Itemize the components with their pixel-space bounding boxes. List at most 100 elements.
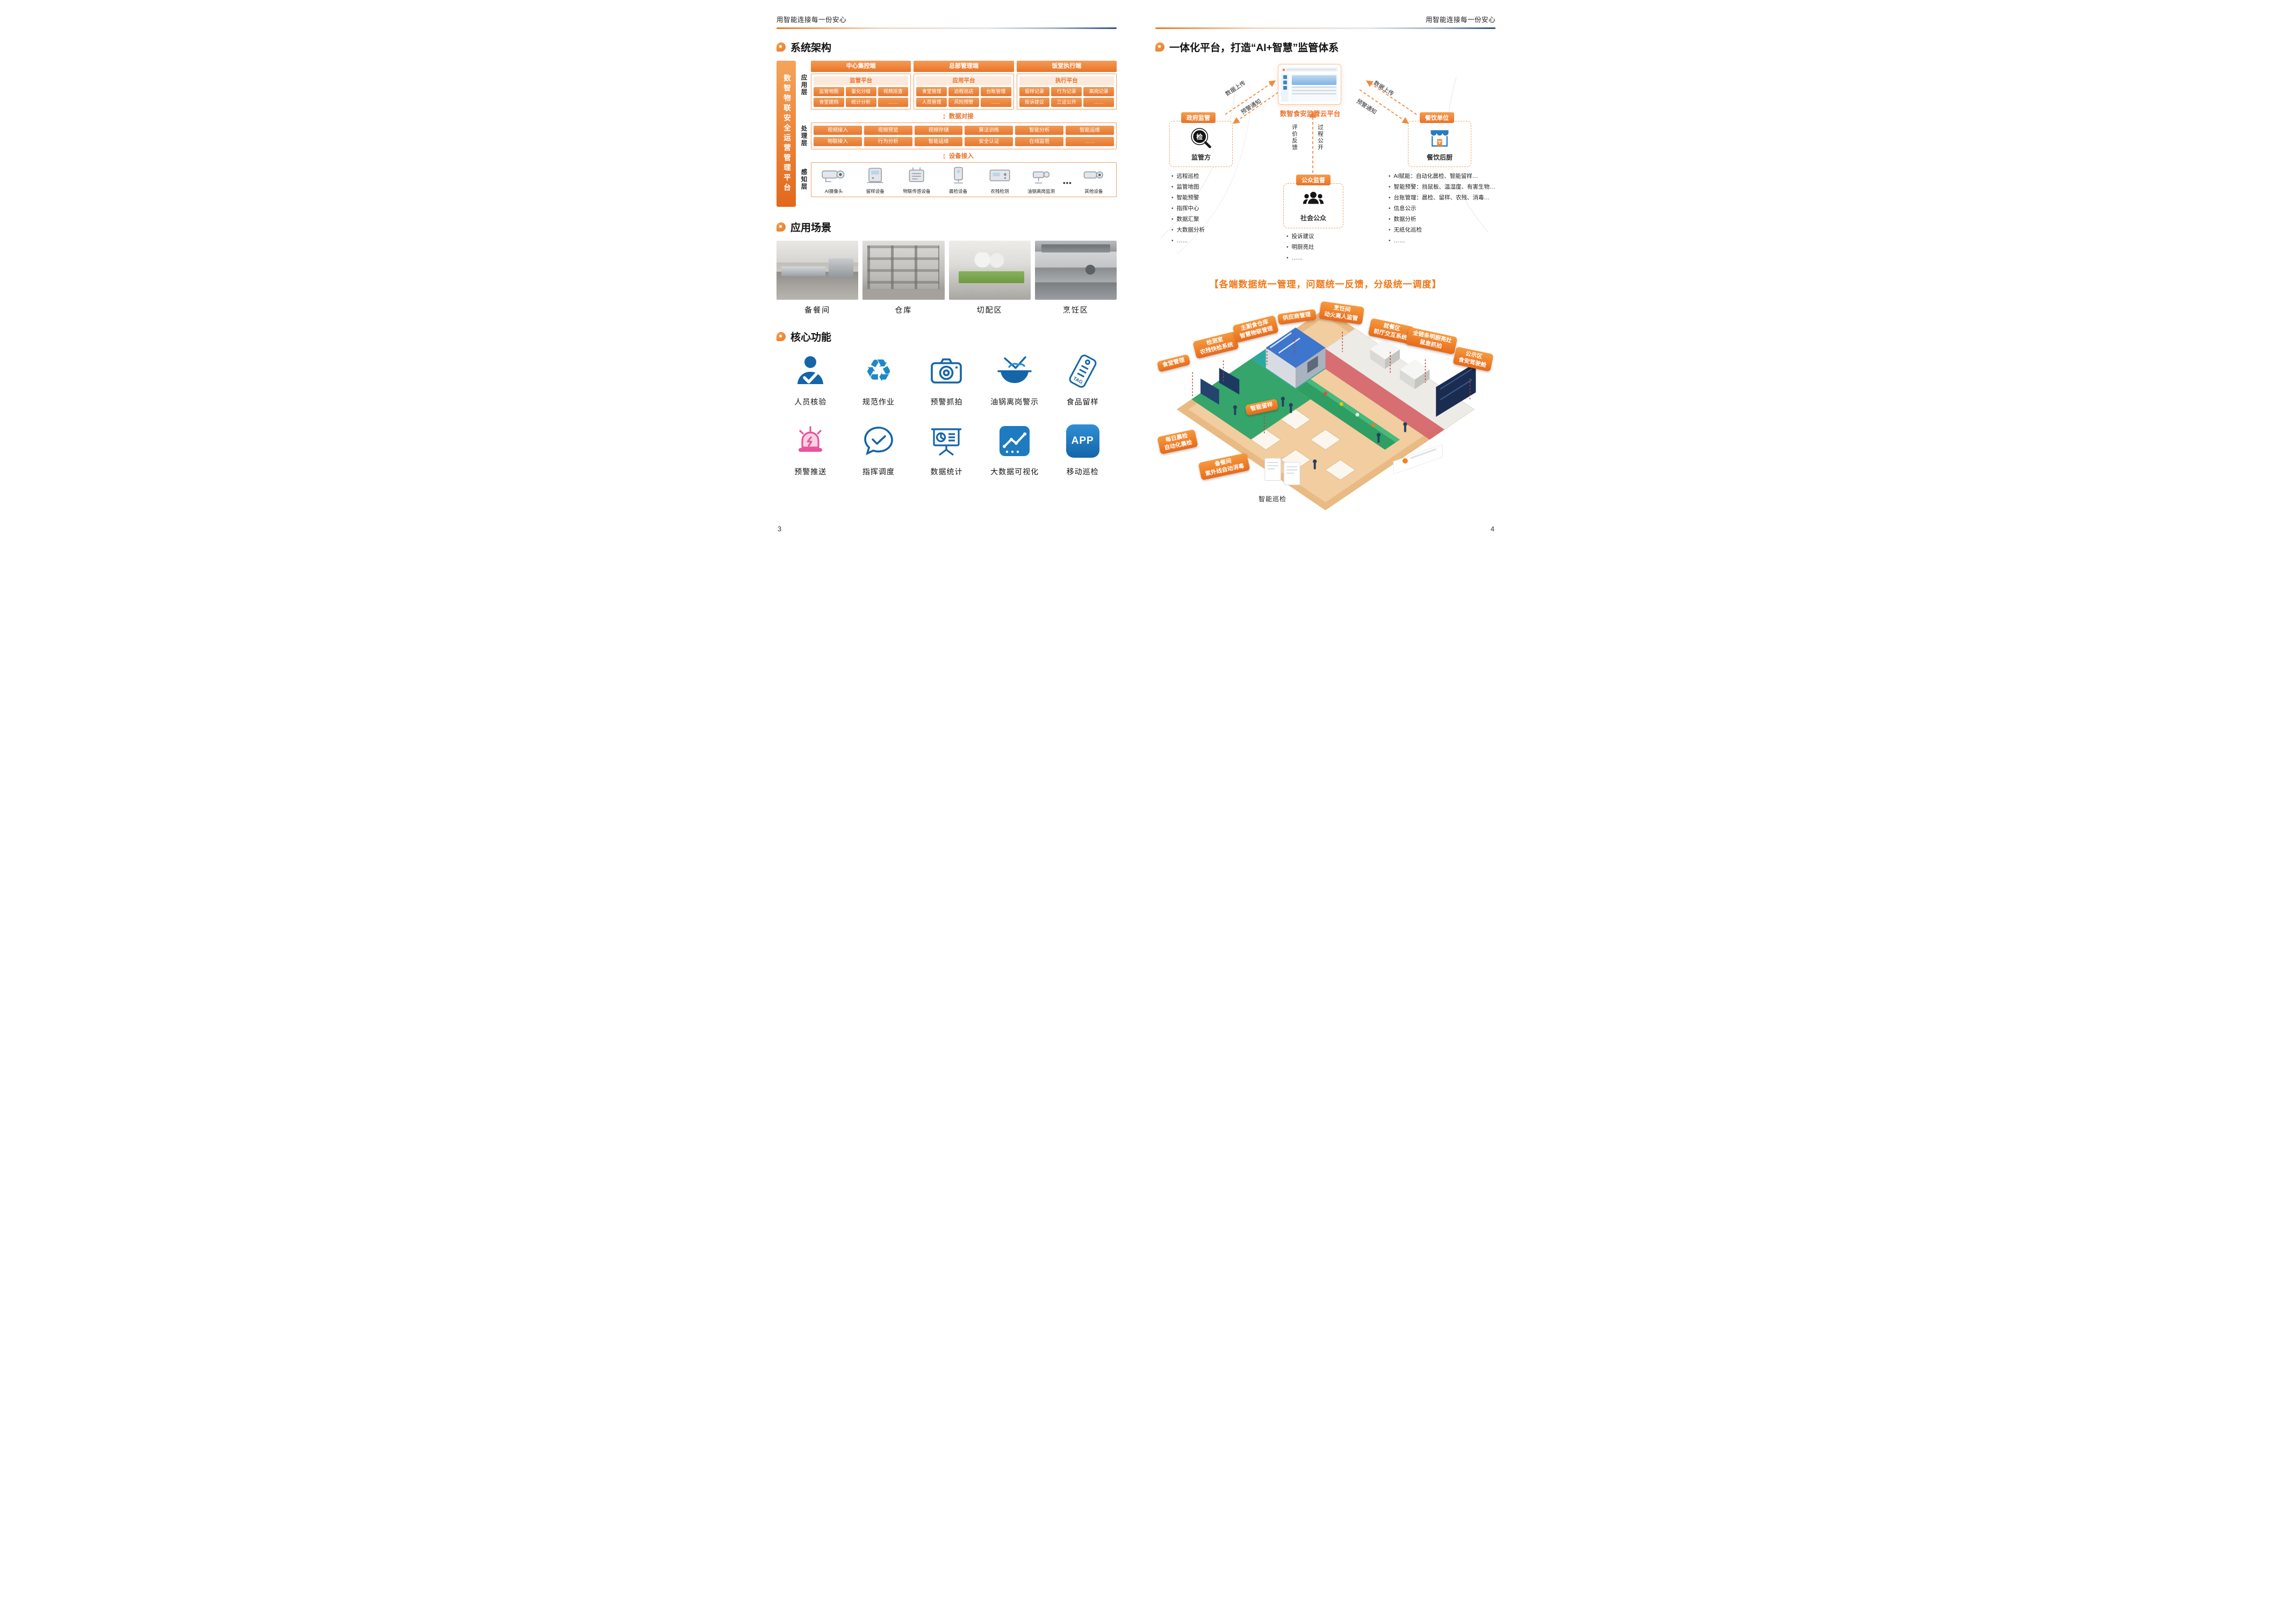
dashboard-body (1281, 74, 1338, 102)
arch-column-hq: 总部管理端 应用平台 食堂管理 远程巡店 台账管理 人员管理 风险预警 …… (914, 61, 1014, 110)
scenario-photo-warehouse (862, 241, 945, 300)
core-functions-grid: 人员核验 ♻ 规范作业 预警抓拍 油锅离岗警示 TAG 食品留样 预警推送 (776, 352, 1117, 477)
section-bullet-icon (776, 42, 786, 52)
bullet-item: 监管地图 (1171, 182, 1205, 193)
device-sampling: 留样设备 (855, 167, 895, 194)
page-header-right: 用智能连接每一份安心 (1425, 16, 1496, 24)
scenario-label: 仓库 (895, 306, 912, 314)
arch-column-box: 应用平台 食堂管理 远程巡店 台账管理 人员管理 风险预警 …… (914, 74, 1014, 110)
arch-column-header: 总部管理端 (914, 61, 1014, 72)
function-item: 大数据可视化 (981, 422, 1049, 477)
module-chip: …… (1083, 98, 1114, 107)
bullet-item: …… (1389, 236, 1496, 247)
section-bullet-icon (776, 222, 786, 232)
scenario-photo-cutting-area (948, 241, 1031, 300)
module-chip: 算法训练 (965, 126, 1013, 135)
function-label: 移动巡检 (1066, 467, 1099, 476)
dashboard-row (1292, 86, 1336, 88)
other-device-icon (1083, 171, 1103, 179)
module-chip: 监管地图 (814, 87, 844, 96)
sidebar-tile (1283, 81, 1287, 84)
recycle-icon: ♻ (864, 353, 893, 388)
module-chip: 视频接入 (814, 126, 862, 135)
catering-bullet-list: AI赋能：自动化晨检、智能留样… 智能预警：挡鼠板、温湿度、有害生物… 台账管理… (1389, 171, 1496, 247)
module-chip: 投诉建议 (1019, 98, 1050, 107)
sample-device-icon (867, 168, 883, 183)
bullet-item: 无纸化巡检 (1389, 225, 1496, 236)
device-label: AI摄像头 (824, 189, 843, 194)
bullet-item: 明厨亮灶 (1286, 242, 1314, 253)
bullet-item: 智能预警：挡鼠板、温湿度、有害生物… (1389, 182, 1496, 193)
storefront-icon (1430, 130, 1449, 147)
function-label: 规范作业 (862, 398, 895, 406)
platform-name: 执行平台 (1019, 76, 1114, 85)
device-other: 其他设备 (1074, 167, 1114, 194)
processing-chip-row: 物联接入 行为分析 智能运维 安全认证 在线监管 …… (814, 137, 1114, 146)
module-chip: 留样记录 (1019, 87, 1050, 96)
platform-name: 应用平台 (916, 76, 1011, 85)
platform-vertical-bar: 数智物联安全运营管理平台 (776, 61, 796, 207)
scenario-label: 烹饪区 (1062, 306, 1089, 314)
processing-layer: 处理层 视频接入 视频预览 视频存储 算法训练 智能分析 智能运维 物联接入 (799, 122, 1117, 149)
scenario-label: 切配区 (976, 306, 1003, 314)
module-chip: 在线监管 (1015, 137, 1064, 146)
public-tag: 公众监督 (1296, 175, 1331, 185)
function-item: 预警推送 (776, 422, 845, 477)
section-title-platform: 一体化平台，打造“AI+智慧”监管体系 (1155, 40, 1496, 54)
function-item: 油锅离岗警示 (981, 352, 1049, 407)
section-title-functions: 核心功能 (776, 329, 1117, 344)
public-name: 社会公众 (1300, 214, 1326, 222)
function-label: 油锅离岗警示 (990, 398, 1039, 406)
section-title-scenarios: 应用场景 (776, 220, 1117, 234)
module-chip: 量化分级 (845, 87, 876, 96)
data-link-row: ↕ 数据对接 (799, 110, 1117, 122)
module-chip: 行为记录 (1051, 87, 1082, 96)
arch-column-box: 监管平台 监管地图 量化分级 视频巡查 食堂建档 统计分析 …… (811, 74, 911, 110)
more-devices-dots: ••• (1063, 179, 1072, 187)
line-chart-icon (1000, 426, 1030, 456)
bullet-item: …… (1286, 253, 1314, 264)
function-label: 大数据可视化 (990, 467, 1039, 476)
page-number-right: 4 (1490, 525, 1494, 533)
system-architecture-diagram: 数智物联安全运营管理平台 应用层 中心集控端 监管平台 监管地图 量化分级 (776, 61, 1117, 207)
device-label: 油锅离岗监测 (1027, 189, 1055, 194)
header-rule-left (776, 27, 1117, 29)
app-tile-icon: APP (1066, 424, 1099, 458)
dashboard-titlebar (1281, 67, 1338, 72)
dashboard-row (1292, 93, 1336, 95)
function-label: 预警抓拍 (930, 398, 963, 406)
dashboard-dot (1283, 68, 1285, 71)
module-chip-grid: 食堂管理 远程巡店 台账管理 人员管理 风险预警 …… (916, 87, 1011, 107)
device-morning-check: 晨检设备 (938, 167, 979, 194)
inspect-icon-char: 检 (1196, 133, 1203, 141)
module-chip: 离岗记录 (1083, 87, 1114, 96)
module-chip: 智能运维 (914, 137, 963, 146)
processing-layer-label: 处理层 (800, 125, 807, 147)
people-group-icon (1303, 192, 1324, 204)
page-number-left: 3 (778, 525, 782, 533)
scenario-label: 备餐间 (804, 306, 831, 314)
arch-column-header: 中心集控端 (811, 61, 911, 72)
device-iot-sensor: 物联传感设备 (896, 167, 937, 194)
function-label: 食品留样 (1066, 398, 1099, 406)
catering-tag: 餐饮单位 (1420, 112, 1454, 123)
scenario-photo-prep-room (776, 241, 859, 300)
perception-layer-label: 感知层 (800, 169, 807, 191)
presentation-chart-icon (931, 428, 962, 456)
perception-layer: 感知层 AI摄像头 留样设备 物联传感设备 (799, 162, 1117, 197)
bullet-item: 台账管理：晨检、留样、农残、消毒… (1389, 193, 1496, 204)
module-chip: 远程巡店 (948, 87, 979, 96)
section-bullet-icon (1155, 42, 1164, 52)
device-label: 农残检测 (990, 189, 1009, 194)
bullet-item: 大数据分析 (1171, 225, 1205, 236)
morning-check-icon (953, 167, 963, 184)
bullet-item: AI赋能：自动化晨检、智能留样… (1389, 171, 1496, 182)
device-label: 留样设备 (866, 189, 885, 194)
module-chip: 行为分析 (864, 137, 912, 146)
arrow-label-process-open: 过程公开 (1317, 124, 1324, 151)
smart-canteen-illustration: 食堂管理 检测室 农残快检系统 主副食仓库 智慧物联管理 供应商管理 烹饪间 动… (1155, 294, 1496, 522)
module-chip: 视频巡查 (878, 87, 909, 96)
module-chip: 三证公开 (1051, 98, 1082, 107)
function-label: 数据统计 (930, 467, 963, 476)
bullet-item: 数据分析 (1389, 214, 1496, 225)
